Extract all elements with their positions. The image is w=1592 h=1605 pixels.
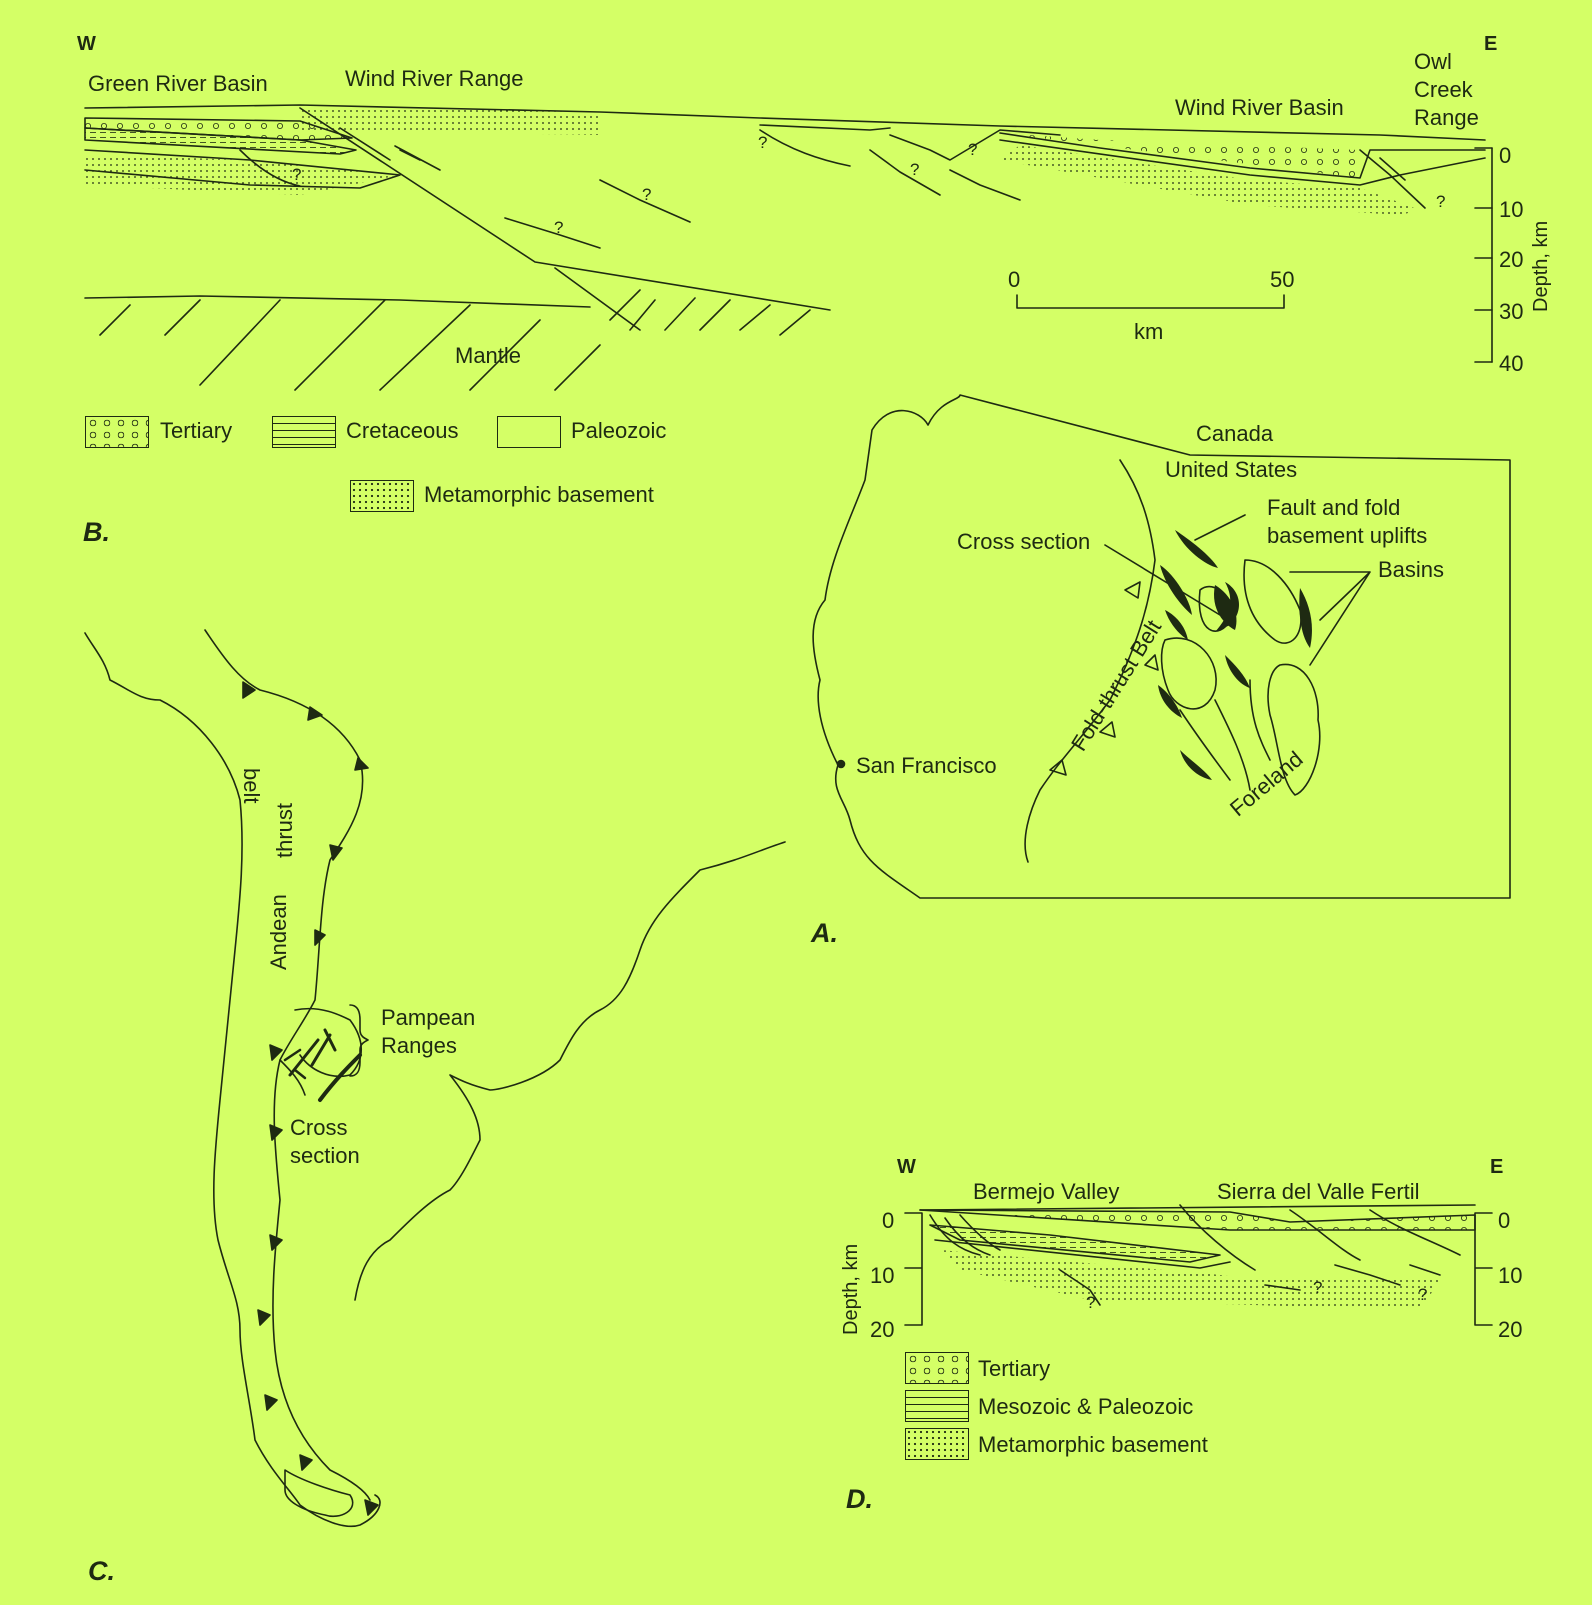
pampean-label: Ranges [381, 1033, 457, 1058]
depth-axis-label: Depth, km [1530, 220, 1552, 312]
map-c-cross-section-label: Cross [290, 1115, 348, 1140]
cross-section-label: Cross section [957, 529, 1091, 554]
legend-label-metamorphic: Metamorphic basement [978, 1432, 1208, 1457]
section-b-west-label: W [77, 33, 96, 55]
owl-creek-label: Owl [1414, 49, 1452, 74]
section-d-west-label: W [897, 1156, 916, 1178]
legend-swatch-mesozoic [905, 1390, 969, 1422]
map-c-cross-section-label: section [290, 1143, 360, 1168]
question-mark: ? [1313, 1278, 1323, 1297]
andean-label: Andean [266, 894, 291, 970]
legend-swatch-metamorphic [905, 1428, 969, 1460]
depth-tick-label: 40 [1499, 351, 1524, 376]
scale-bar-unit: km [1134, 319, 1164, 344]
question-mark: ? [968, 140, 978, 159]
legend-label-paleozoic: Paleozoic [571, 418, 667, 443]
depth-axis-label: Depth, km [840, 1243, 862, 1335]
panel-label-d: D. [846, 1484, 873, 1514]
question-mark: ? [758, 133, 768, 152]
depth-tick-label: 10 [870, 1263, 895, 1288]
belt-label: belt [239, 768, 264, 804]
depth-tick-label: 30 [1499, 299, 1524, 324]
fault-fold-label: Fault and fold [1267, 495, 1401, 520]
wind-river-basin-label: Wind River Basin [1175, 95, 1344, 120]
map-a-uplifts [1158, 530, 1312, 780]
depth-tick-label: 20 [1498, 1317, 1523, 1342]
question-mark: ? [910, 160, 920, 179]
wind-river-range-label: Wind River Range [345, 66, 524, 91]
question-mark: ? [292, 165, 302, 184]
scale-bar-end: 50 [1270, 267, 1295, 292]
section-d-lines [904, 1204, 1493, 1326]
legend-swatch-tertiary [85, 416, 149, 448]
panel-label-b: B. [83, 517, 110, 547]
depth-tick-label: 0 [1499, 143, 1512, 168]
legend-swatch-cretaceous [272, 416, 336, 448]
panel-label-c: C. [88, 1556, 115, 1586]
owl-creek-label: Range [1414, 105, 1479, 130]
basins-label: Basins [1378, 557, 1445, 582]
question-mark: ? [642, 185, 652, 204]
legend-label-cretaceous: Cretaceous [346, 418, 459, 443]
legend-label-mesozoic: Mesozoic & Paleozoic [978, 1394, 1194, 1419]
depth-tick-label: 0 [882, 1208, 895, 1233]
map-c-lines [84, 629, 786, 1528]
section-b-east-label: E [1484, 33, 1498, 55]
united-states-label: United States [1165, 457, 1298, 482]
legend-swatch-paleozoic [497, 416, 561, 448]
legend-label-tertiary: Tertiary [160, 418, 233, 443]
question-mark: ? [1086, 1293, 1096, 1312]
fault-fold-label: basement uplifts [1267, 523, 1428, 548]
depth-tick-label: 10 [1499, 197, 1524, 222]
green-river-basin-label: Green River Basin [88, 71, 268, 96]
depth-tick-label: 10 [1498, 1263, 1523, 1288]
sierra-label: Sierra del Valle Fertil [1217, 1179, 1420, 1204]
bermejo-valley-label: Bermejo Valley [973, 1179, 1120, 1204]
legend-label-tertiary: Tertiary [978, 1356, 1051, 1381]
depth-tick-label: 20 [870, 1317, 895, 1342]
question-mark: ? [1436, 192, 1446, 211]
owl-creek-label: Creek [1414, 77, 1473, 102]
legend-swatch-tertiary [905, 1352, 969, 1384]
question-mark: ? [1418, 1285, 1428, 1304]
canada-label: Canada [1196, 421, 1274, 446]
depth-tick-label: 0 [1498, 1208, 1511, 1233]
legend-label-metamorphic: Metamorphic basement [424, 482, 654, 507]
scale-bar-start: 0 [1008, 267, 1021, 292]
mantle-label: Mantle [455, 343, 522, 368]
section-b-lines [84, 104, 1493, 391]
legend-swatch-metamorphic [350, 480, 414, 512]
panel-label-a: A. [811, 918, 838, 948]
map-a-lines [812, 394, 1511, 899]
pampean-label: Pampean [381, 1005, 476, 1030]
san-francisco-label: San Francisco [856, 753, 997, 778]
thrust-label: thrust [272, 802, 297, 858]
question-mark: ? [554, 218, 564, 237]
section-d-east-label: E [1490, 1156, 1504, 1178]
depth-tick-label: 20 [1499, 247, 1524, 272]
